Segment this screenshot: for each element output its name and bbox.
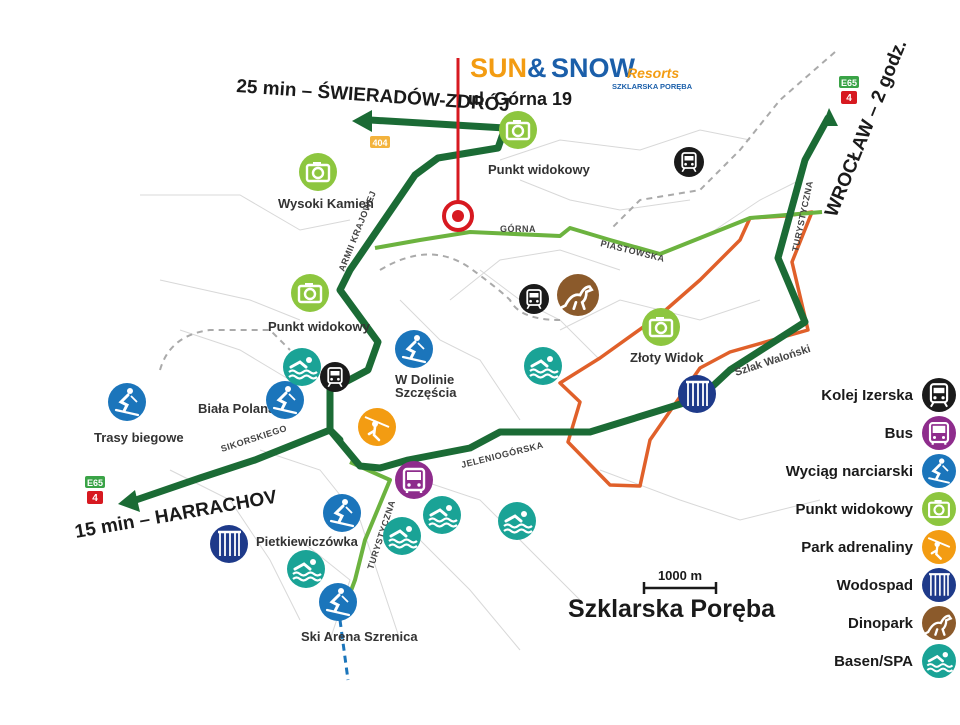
legend-item: Dinopark [848,606,956,640]
train-icon [922,378,956,412]
town-title: Szklarska Poręba [568,595,776,623]
arrow-wroclaw [822,108,838,126]
legend-label: Kolej Izerska [821,387,913,404]
camera-icon [642,308,680,346]
svg-text:4: 4 [92,493,98,504]
camera-icon [922,492,956,526]
zipline-icon [922,530,956,564]
swimmer-icon [922,644,956,678]
arrow-harrachov [118,490,140,512]
szlak-walonski-trail [558,210,814,488]
legend-item: Punkt widokowy [795,492,956,526]
legend-label: Punkt widokowy [795,501,913,518]
street-network [140,129,821,651]
badge-4-wroclaw [841,91,857,104]
legend-label: Park adrenaliny [801,539,913,556]
label-punkt-top: Punkt widokowy [488,162,591,177]
street-piastowska: PIASTOWSKA [600,238,666,264]
legend-label: Bus [885,425,913,442]
brand-amp: & [527,53,547,83]
label-zloty-widok: Złoty Widok [630,350,704,365]
swimmer-icon [423,496,461,534]
train-icon [320,362,350,392]
local-roads [338,210,823,621]
dest-harrachov: 15 min – HARRACHOV [73,487,279,543]
svg-text:E65: E65 [87,478,103,488]
waterfall-icon [678,375,716,413]
scale-label: 1000 m [658,568,702,583]
legend-item: Bus [885,416,956,450]
dashed-roads [159,51,836,371]
badge-e65-harrachov [85,476,105,488]
arrow-swieradow [352,110,372,132]
zipline-icon [358,408,396,446]
swimmer-icon [283,348,321,386]
waterfall-icon [210,525,248,563]
svg-text:404: 404 [372,138,387,148]
badge-e65-wroclaw [839,76,859,88]
brand-location: SZKLARSKA PORĘBA [612,82,693,91]
label-punkt-left: Punkt widokowy [268,319,371,334]
legend-item: Basen/SPA [834,644,956,678]
legend-item: Kolej Izerska [821,378,956,412]
map-icons [108,111,716,621]
legend-label: Dinopark [848,615,914,632]
label-wysoki-kamien: Wysoki Kamień [278,196,374,211]
address: ul. Górna 19 [468,89,572,109]
label-trasy-biegowe: Trasy biegowe [94,430,184,445]
svg-text:E65: E65 [841,78,857,88]
swimmer-icon [287,550,325,588]
ski-icon [323,494,361,532]
legend-item: Wyciąg narciarski [786,454,956,488]
label-pietkiewiczowka: Pietkiewiczówka [256,534,359,549]
scale-bar: 1000 m [642,568,718,594]
bus-icon [395,461,433,499]
badge-404 [370,136,390,148]
dinosaur-icon [922,606,956,640]
badge-4-harrachov [87,491,103,504]
ski-icon [108,383,146,421]
label-biala-polana: Biała Polana [198,401,276,416]
train-icon [519,284,549,314]
legend-item: Wodospad [837,568,956,602]
swimmer-icon [498,502,536,540]
train-icon [674,147,704,177]
dest-wroclaw: WROCŁAW – 2 godz. [821,37,911,220]
label-szczescia: Szczęścia [395,385,457,400]
bus-icon [922,416,956,450]
ski-icon [922,454,956,488]
label-w-dolinie: W Dolinie [395,372,454,387]
camera-icon [499,111,537,149]
swimmer-icon [383,517,421,555]
legend-label: Basen/SPA [834,653,913,670]
legend-label: Wodospad [837,577,913,594]
legend-label: Wyciąg narciarski [786,463,913,480]
camera-icon [299,153,337,191]
legend-item: Park adrenaliny [801,530,956,564]
street-gorna: GÓRNA [500,223,536,234]
ski-icon [266,381,304,419]
brand-sun: SUN [470,53,527,83]
waterfall-icon [922,568,956,602]
dinosaur-icon [557,274,599,316]
brand-resorts: Resorts [627,65,679,81]
ski-icon [395,330,433,368]
camera-icon [291,274,329,312]
label-ski-arena: Ski Arena Szrenica [301,629,418,644]
swimmer-icon [524,347,562,385]
dashed-ski-path [338,619,350,681]
brand-snow: SNOW [551,53,636,83]
ski-icon [319,583,357,621]
svg-text:4: 4 [846,93,852,104]
